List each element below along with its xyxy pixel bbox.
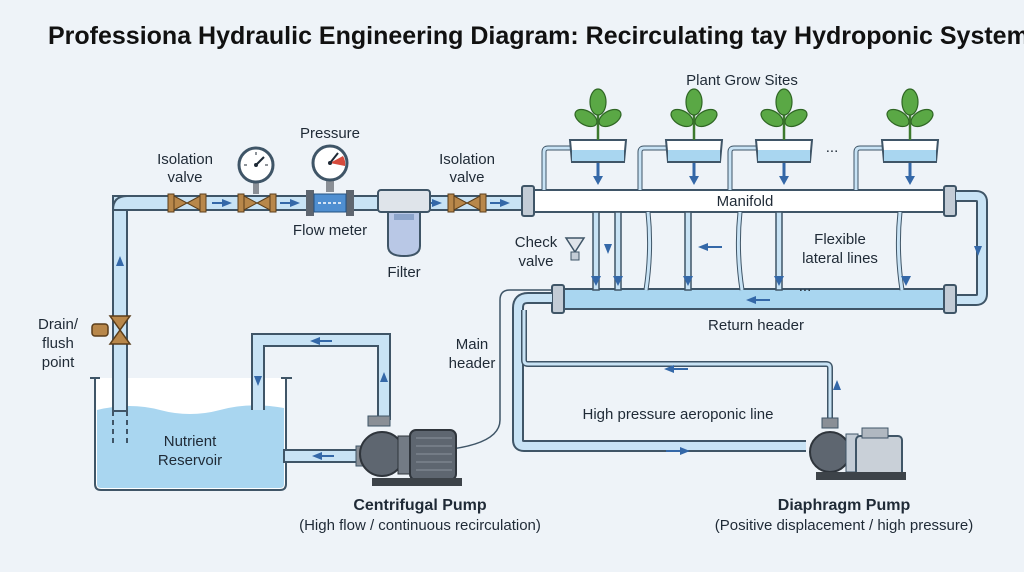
isolation-valve-1-label-line1: Isolation <box>157 151 213 168</box>
high-pressure-line-label: High pressure aeroponic line <box>583 406 774 423</box>
plant-icon <box>637 88 724 190</box>
flexible-lines-label-line1: Flexible <box>814 231 866 248</box>
centrifugal-pump-subtitle: (High flow / continuous recirculation) <box>299 517 541 534</box>
flow-meter-icon[interactable] <box>306 190 354 216</box>
filter-label: Filter <box>387 264 420 281</box>
check-valve-label-line2: valve <box>518 253 553 270</box>
drain-valve-icon[interactable] <box>91 315 132 345</box>
pressure-gauge-2-icon <box>311 144 349 192</box>
reservoir-label-line2: Reservoir <box>158 452 222 469</box>
reservoir-label-line1: Nutrient <box>164 433 217 450</box>
plant-icon <box>853 88 940 190</box>
flow-arrow-icon <box>310 337 320 345</box>
isolation-valve-1-icon[interactable] <box>167 193 207 213</box>
flow-arrow-icon <box>974 246 982 256</box>
check-valve-label-line1: Check <box>515 234 558 251</box>
gauge-valve-icon[interactable] <box>237 193 277 213</box>
check-valve-icon[interactable] <box>564 237 586 261</box>
riser-pipe <box>112 195 128 412</box>
plant-icon <box>541 88 628 190</box>
flow-arrow-icon <box>380 372 388 382</box>
flexible-lines-label-line2: lateral lines <box>802 250 878 267</box>
drain-label-line2: flush <box>42 335 74 352</box>
centrifugal-pump-title: Centrifugal Pump <box>353 497 487 514</box>
plant-ellipsis: ... <box>826 139 839 156</box>
isolation-valve-2-label-line1: Isolation <box>439 151 495 168</box>
flow-arrow-icon <box>254 376 262 386</box>
drain-label-line3: point <box>42 354 75 371</box>
isolation-valve-1-label-line2: valve <box>167 169 202 186</box>
lateral-lines <box>592 211 905 291</box>
plant-grow-sites <box>541 88 940 190</box>
diaphragm-pump-subtitle: (Positive displacement / high pressure) <box>715 517 973 534</box>
plant-grow-sites-label: Plant Grow Sites <box>686 72 798 89</box>
main-header-label-line2: header <box>449 355 496 372</box>
centrifugal-pump-icon[interactable] <box>355 415 462 486</box>
manifold-label: Manifold <box>717 193 774 210</box>
plant-icon <box>727 88 814 190</box>
pressure-label: Pressure <box>300 125 360 142</box>
pressure-gauge-icon[interactable] <box>237 146 275 194</box>
manifold-pipe <box>521 185 957 217</box>
flow-arrow-icon <box>312 452 322 460</box>
flow-meter-label: Flow meter <box>293 222 367 239</box>
flow-arrow-icon <box>116 256 124 266</box>
isolation-valve-2-icon[interactable] <box>447 193 487 213</box>
diagram-title: Professiona Hydraulic Engineering Diagra… <box>48 22 1024 50</box>
drain-label-line1: Drain/ <box>38 316 79 333</box>
diaphragm-pump-icon[interactable] <box>809 417 906 480</box>
diaphragm-pump-title: Diaphragm Pump <box>778 497 911 514</box>
filter-icon[interactable] <box>377 189 431 258</box>
isolation-valve-2-label-line2: valve <box>449 169 484 186</box>
main-header-label-line1: Main <box>456 336 489 353</box>
return-ellipsis: ... <box>799 278 812 295</box>
return-header-label: Return header <box>708 317 804 334</box>
nutrient-reservoir: Nutrient Reservoir <box>90 377 292 491</box>
